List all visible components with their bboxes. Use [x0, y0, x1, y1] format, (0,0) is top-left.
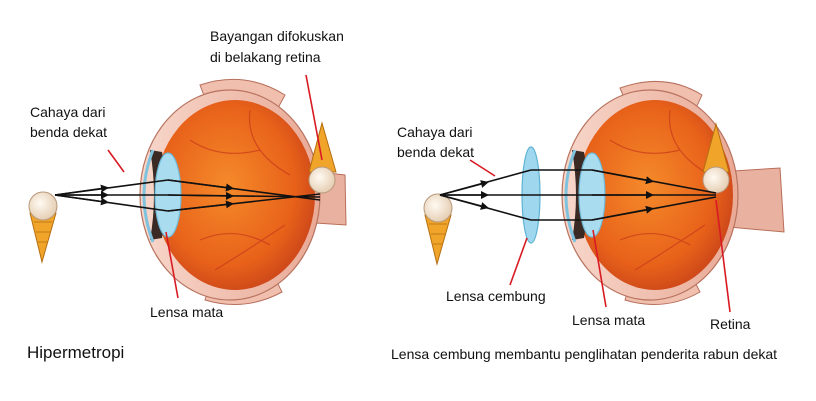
left-eye-icon: [140, 79, 346, 304]
left-source-line2: benda dekat: [30, 124, 107, 141]
inverted-image-icon: [309, 123, 336, 193]
right-source-line1: Cahaya dari: [397, 124, 473, 141]
right-source-line2: benda dekat: [397, 144, 474, 161]
left-lens-label: Lensa mata: [150, 304, 223, 321]
ice-cream-icon: [29, 192, 57, 262]
right-lens-label: Lensa mata: [572, 312, 645, 329]
right-eye-icon: [562, 81, 784, 304]
figure-caption: Lensa cembung membantu penglihatan pende…: [391, 346, 777, 363]
ice-cream-icon: [424, 194, 452, 264]
left-source-line1: Cahaya dari: [30, 104, 106, 121]
focus-note-line2: di belakang retina: [210, 49, 321, 66]
convex-lens-label: Lensa cembung: [446, 288, 546, 305]
hypermetropia-title: Hipermetropi: [27, 344, 124, 361]
retina-label: Retina: [710, 316, 750, 333]
focus-note-line1: Bayangan difokuskan: [210, 28, 344, 45]
